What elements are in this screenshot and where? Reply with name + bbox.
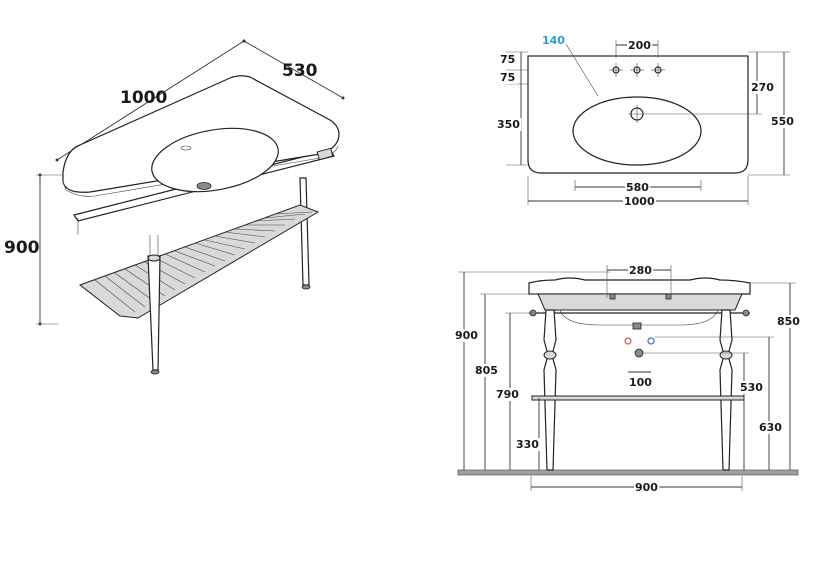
tap-holes: [609, 63, 665, 77]
label-backdrop: [474, 364, 499, 377]
label-backdrop: [758, 421, 784, 434]
label-backdrop: [496, 118, 522, 131]
label-backdrop: [628, 376, 654, 389]
iso-leg-knob: [147, 254, 161, 262]
h-790-label: 790: [496, 388, 519, 401]
front-basin-top: [528, 277, 751, 295]
top-view: 140 200 75 75 350 270 550 580 1000: [496, 34, 796, 208]
label-backdrop: [499, 53, 517, 66]
label-backdrop: [515, 438, 541, 451]
h-630-label: 630: [759, 421, 782, 434]
tap-hole-size-label: 140: [542, 34, 565, 47]
offset-b-label: 75: [500, 71, 515, 84]
hot-pipe-icon: [624, 337, 632, 345]
hole-spacing-label: 200: [628, 39, 651, 52]
top-depth-label: 550: [771, 115, 794, 128]
front-tap-left: [609, 293, 616, 300]
iso-foot-back: [301, 284, 311, 290]
to-hole-label: 270: [751, 81, 774, 94]
iso-width-dimension-line: [55, 39, 246, 162]
label-backdrop: [776, 315, 802, 328]
label-backdrop: [499, 71, 517, 84]
iso-basin-edge: [62, 145, 339, 197]
iso-width-label: 1000: [120, 88, 167, 108]
label-backdrop: [625, 181, 651, 194]
label-backdrop: [750, 81, 776, 94]
iso-rail-end: [316, 147, 334, 161]
h-850-label: 850: [777, 315, 800, 328]
front-view: 280 100 900 805 790 330: [454, 264, 802, 494]
label-backdrop: [739, 381, 765, 394]
bracket-spacing-label: 280: [629, 264, 652, 277]
pipe-spacing-label: 100: [629, 376, 652, 389]
front-shelf: [531, 395, 745, 401]
front-tap-right: [665, 293, 672, 300]
front-leg-left: [543, 309, 557, 471]
h-330-label: 330: [516, 438, 539, 451]
iso-bowl: [151, 127, 279, 193]
h-530-label: 530: [740, 381, 763, 394]
iso-drain: [196, 182, 212, 190]
front-basin-body: [537, 293, 743, 311]
h-805-label: 805: [475, 364, 498, 377]
label-backdrop: [770, 115, 796, 128]
iso-depth-label: 530: [282, 61, 318, 81]
front-rail-knob-right: [742, 309, 750, 317]
iso-shelf: [78, 204, 320, 319]
label-backdrop: [634, 481, 660, 494]
label-backdrop: [623, 195, 656, 208]
iso-front-leg: [147, 255, 161, 371]
iso-height-label: 900: [4, 238, 40, 258]
label-backdrop: [454, 329, 480, 342]
label-backdrop: [627, 39, 653, 52]
iso-depth-dimension-line: [242, 39, 345, 100]
label-backdrop: [628, 264, 654, 277]
h-900-label: 900: [455, 329, 478, 342]
bowl-width-label: 580: [626, 181, 649, 194]
iso-back-leg-right: [299, 177, 310, 286]
isometric-view: 1000 530 900: [4, 39, 345, 375]
top-width-label: 1000: [624, 195, 655, 208]
to-front-label: 350: [497, 118, 520, 131]
iso-overflow: [180, 145, 192, 151]
floor: [457, 469, 799, 476]
leg-spacing-label: 900: [635, 481, 658, 494]
label-backdrop: [541, 34, 567, 47]
label-backdrop: [495, 388, 521, 401]
waste-pipe: [634, 348, 644, 358]
front-drain: [632, 322, 642, 330]
front-leg-right: [719, 309, 733, 471]
tap-hole-leader: [565, 43, 599, 97]
iso-foot-front: [150, 369, 160, 375]
offset-a-label: 75: [500, 53, 515, 66]
cold-pipe-icon: [647, 337, 655, 345]
